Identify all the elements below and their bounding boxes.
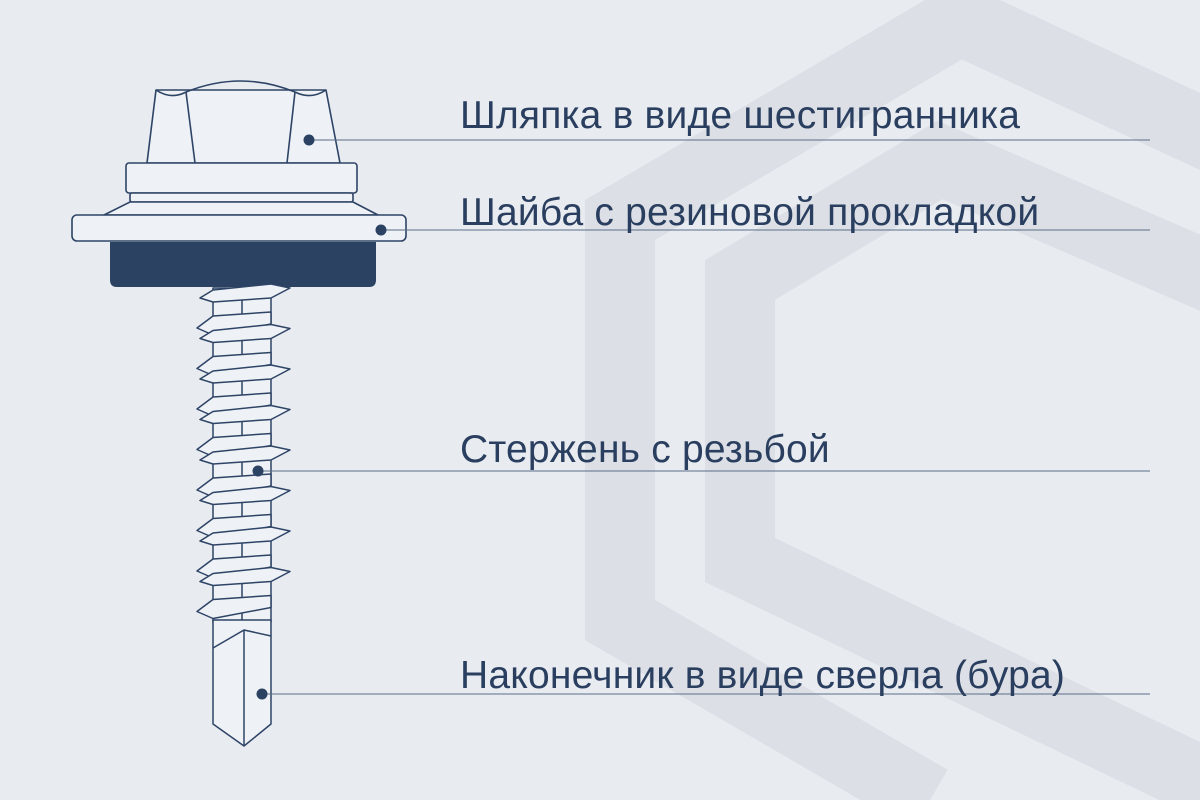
threaded-shank — [196, 283, 291, 623]
leader-lines — [258, 139, 1150, 695]
label-washer: Шайба с резиновой прокладкой — [460, 191, 1040, 234]
thread-crest-right — [199, 526, 291, 546]
watermark-logo — [585, 0, 1200, 800]
thread-crest-right — [199, 283, 291, 303]
thread-crest-right — [199, 445, 291, 465]
thread-crest-left — [196, 594, 272, 620]
callout-dot-head — [303, 134, 315, 146]
label-hex-head: Шляпка в виде шестигранника — [460, 94, 1021, 137]
thread-crest-right — [199, 364, 291, 384]
hex-head — [125, 80, 358, 203]
callout-dot-tip — [256, 688, 268, 700]
thread-crest-right — [199, 485, 291, 506]
drill-tip — [212, 619, 272, 747]
label-threaded-shank: Стержень с резьбой — [460, 428, 830, 471]
thread-crest-right — [199, 404, 291, 425]
washer — [71, 201, 407, 242]
thread-crest-right — [199, 566, 291, 587]
thread-crest-right — [199, 323, 291, 344]
callout-dot-shank — [252, 465, 264, 477]
label-drill-tip: Наконечник в виде сверла (бура) — [460, 654, 1066, 697]
callout-dot-washer — [375, 224, 387, 236]
rubber-gasket — [110, 242, 376, 287]
